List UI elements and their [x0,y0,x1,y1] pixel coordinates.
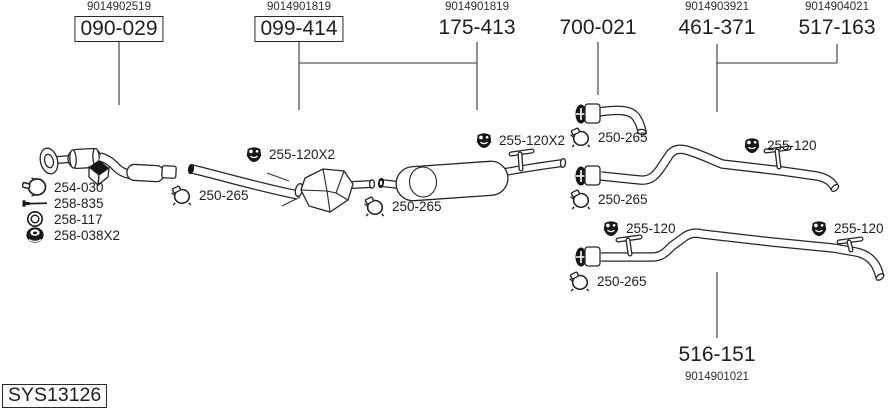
part-label-group: 9014901819 099-414 [254,0,344,42]
hanger-icon [245,145,263,163]
hardware-part-number: 254-030 [54,179,104,195]
callout-part-number: 250-265 [199,187,249,203]
oe-number: 9014902519 [87,1,151,13]
clamp-icon [569,188,592,210]
hardware-item: 258-117 [20,210,103,228]
pipe-516-drawing [575,233,885,281]
hanger-icon [475,131,493,149]
part-number: 099-414 [254,16,344,42]
callout-part-number: 250-265 [598,191,648,207]
part-label-group: 9014904021 517-163 [798,0,875,40]
oe-number: 9014903921 [685,1,749,13]
callout-part-number: 255-120X2 [269,146,336,162]
part-number: 700-021 [559,16,637,39]
callout-part-number: 250-265 [392,198,442,214]
hardware-item: 258-038X2 [20,226,120,244]
callout: 250-265 [569,126,648,148]
callout-part-number: 255-120 [626,220,676,236]
oe-number: 9014904021 [805,1,869,13]
callout-part-number: 255-120 [834,220,884,236]
hanger-icon [743,136,761,154]
part-label-group: 516-151 9014901021 [678,341,755,384]
oe-number: 9014901819 [445,1,509,13]
clamp-icon [568,270,591,292]
callout: 250-265 [569,188,648,210]
callout-part-number: 255-120X2 [499,132,566,148]
clamp-icon [170,184,193,206]
callout: 255-120X2 [245,145,335,163]
part-number: 517-163 [798,16,876,39]
callout: 250-265 [363,195,442,217]
part-label-group: 9014901819 175-413 [438,0,515,40]
part-number: 175-413 [438,16,516,39]
oe-number: 9014901819 [267,1,331,13]
front-pipe-drawing [39,147,177,187]
clamp-icon [569,126,592,148]
callout: 255-120 [810,219,884,237]
grommet-icon [20,226,50,244]
hanger-icon [602,219,620,237]
system-id-box: SYS13126 [2,384,108,408]
callout-part-number: 250-265 [598,129,648,145]
callout-part-number: 255-120 [767,137,817,153]
hanger-icon [810,219,828,237]
hardware-part-number: 258-117 [54,211,103,227]
hardware-item: 258-835 [20,194,104,212]
callout: 255-120 [743,136,817,154]
bolt-icon [20,199,50,208]
part-number: 516-151 [678,343,756,366]
hardware-part-number: 258-835 [54,195,104,211]
pipe-461-drawing [575,148,840,193]
part-label-group: 9014902519 090-029 [74,0,164,42]
callout: 255-120X2 [475,131,565,149]
callout: 255-120 [602,219,676,237]
pipe-700-drawing [575,103,648,135]
hardware-item: 254-030 [20,178,104,196]
callout: 250-265 [568,270,647,292]
part-number: 090-029 [74,16,164,42]
connector-lines [118,42,838,338]
catalytic-converter-drawing [187,163,374,213]
hardware-part-number: 258-038X2 [54,227,121,243]
oe-number: 9014901021 [685,371,749,383]
callout: 250-265 [170,184,249,206]
middle-muffler-drawing [377,148,566,202]
part-label-group: 9014903921 461-371 [678,0,755,40]
part-label-group: 700-021 [559,0,636,40]
callout-part-number: 250-265 [597,273,647,289]
clamp-icon [363,195,386,217]
part-number: 461-371 [678,16,756,39]
